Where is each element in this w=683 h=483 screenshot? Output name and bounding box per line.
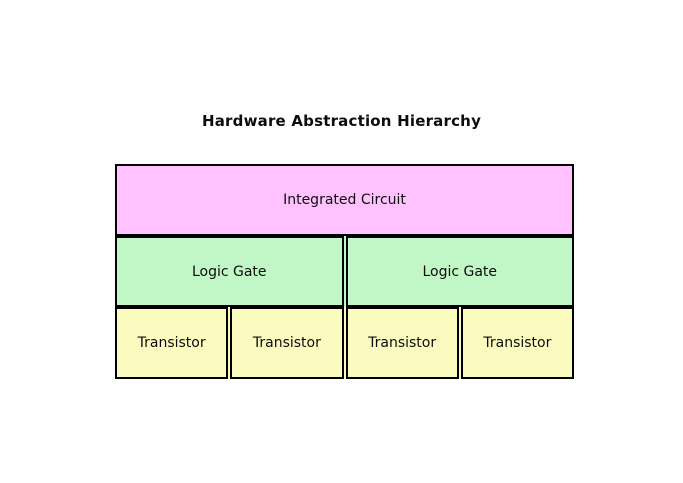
node-logic-gate: Logic Gate: [345, 235, 574, 308]
node-transistor: Transistor: [345, 307, 459, 380]
node-transistor: Transistor: [460, 307, 574, 380]
diagram-title: Hardware Abstraction Hierarchy: [201, 112, 482, 130]
node-integrated-circuit: Integrated Circuit: [115, 164, 574, 236]
level-integrated-circuit: Integrated Circuit: [115, 164, 574, 236]
node-transistor: Transistor: [115, 307, 229, 380]
node-logic-gate: Logic Gate: [115, 235, 344, 308]
node-transistor: Transistor: [230, 307, 344, 380]
